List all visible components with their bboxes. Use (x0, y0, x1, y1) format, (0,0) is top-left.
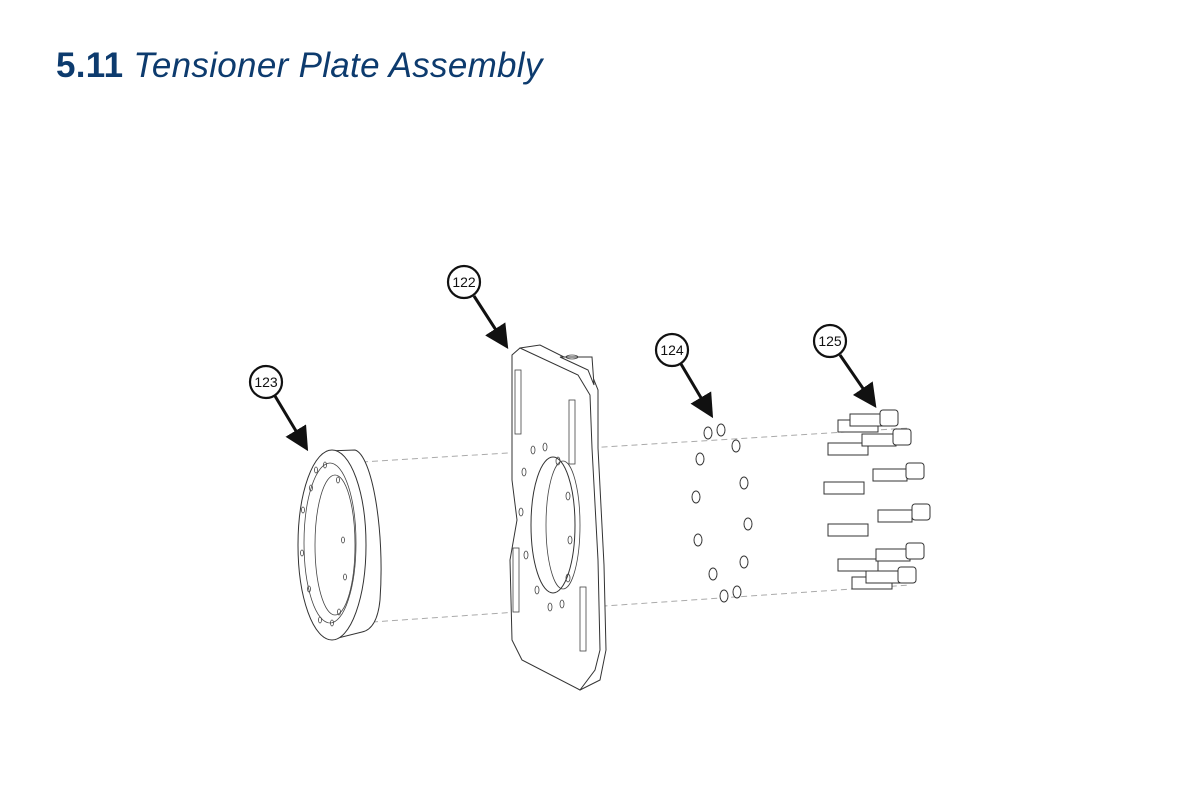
callout-122: 122 (446, 264, 509, 350)
ring-part-123 (297, 449, 382, 641)
callout-label: 122 (452, 274, 476, 290)
plate-part-122 (509, 344, 607, 691)
callout-label: 123 (254, 374, 278, 390)
callout-124: 124 (654, 332, 714, 419)
washers-part-124 (691, 423, 753, 603)
callout-label: 125 (818, 333, 842, 349)
section-title-text: Tensioner Plate Assembly (133, 46, 543, 85)
alignment-lines (361, 427, 911, 623)
callout-123: 123 (248, 364, 309, 452)
section-number: 5.11 (56, 46, 124, 85)
section-title: 5.11 Tensioner Plate Assembly (56, 46, 543, 86)
bolts-part-125 (823, 409, 931, 590)
callout-125: 125 (812, 323, 877, 408)
callout-label: 124 (660, 342, 684, 358)
